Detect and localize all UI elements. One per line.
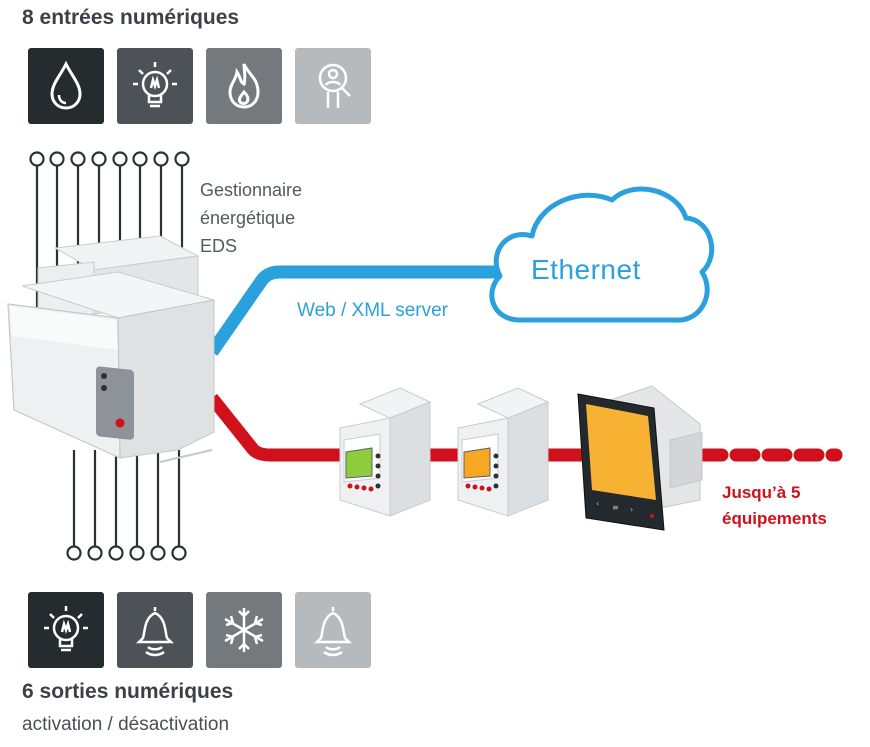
svg-text:›: › <box>630 505 633 514</box>
eds-device <box>7 235 215 463</box>
outputs-title: 6 sorties numériques <box>22 680 234 703</box>
chain-limit-label: Jusqu’à 5 équipements <box>722 483 827 528</box>
ethernet-cloud <box>489 186 715 323</box>
bell-icon <box>117 592 193 668</box>
ethernet-cable <box>206 265 500 356</box>
lightbulb-icon <box>117 48 193 124</box>
svg-text:‹: ‹ <box>596 499 599 508</box>
device-label: Gestionnaire énergétique EDS <box>200 180 303 256</box>
inputs-title: 8 entrées numériques <box>22 6 240 29</box>
output-wires <box>66 450 187 561</box>
panel-meter-device: ‹ ≡ › <box>577 385 703 531</box>
snowflake-icon <box>206 592 282 668</box>
lightbulb-icon <box>28 592 104 668</box>
bus-cable <box>206 393 700 462</box>
web-xml-label: Web / XML server <box>297 300 448 321</box>
svg-text:≡: ≡ <box>612 503 619 512</box>
flame-icon <box>206 48 282 124</box>
ethernet-label: Ethernet <box>531 254 641 285</box>
meter-device-2 <box>457 387 550 517</box>
person-search-icon <box>295 48 371 124</box>
input-wires <box>29 151 190 310</box>
water-drop-icon <box>28 48 104 124</box>
meter-device-1 <box>339 387 432 517</box>
outputs-subtitle: activation / désactivation <box>22 714 230 735</box>
bell-icon <box>295 592 371 668</box>
